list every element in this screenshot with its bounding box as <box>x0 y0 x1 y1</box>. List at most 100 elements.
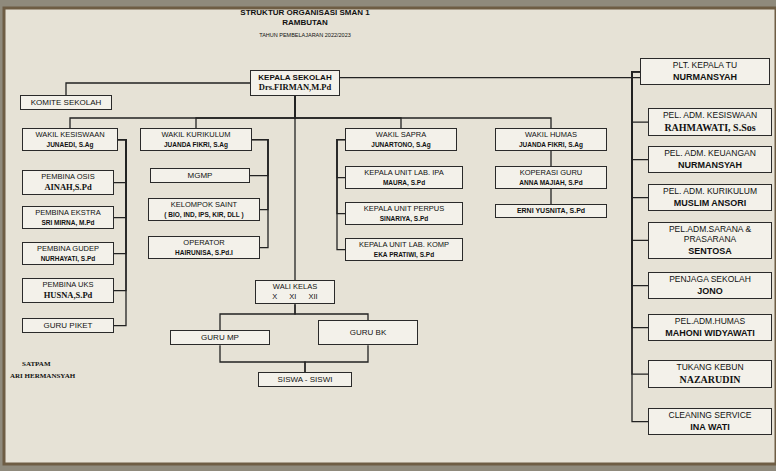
org-box: PEMBINA EKSTRASRI MIRNA, M.Pd <box>22 206 114 229</box>
person-name: JUANDA FIKRI, S.Ag <box>499 141 603 148</box>
org-box: PEL. ADM. KESISWAANRAHMAWATI, S.Sos <box>648 108 772 136</box>
person-name: NURMANSYAH <box>644 72 766 82</box>
role-title: GURU MP <box>174 333 266 342</box>
chart-title: STRUKTUR ORGANISASI SMAN 1 RAMBUTAN <box>240 8 370 27</box>
role-title: CLEANING SERVICE <box>652 411 768 421</box>
org-connector <box>252 140 268 248</box>
org-box: PEMBINA UKSHUSNA,S.Pd <box>22 278 114 303</box>
subtitle: TAHUN PEMBELAJARAN 2022/2023 <box>230 32 380 38</box>
org-connector <box>114 140 126 291</box>
org-box: CLEANING SERVICEINA WATI <box>648 408 772 435</box>
person-name: RAHMAWATI, S.Sos <box>652 122 768 134</box>
org-connector <box>340 77 640 78</box>
org-box: ERNI YUSNITA, S.Pd <box>495 204 607 218</box>
org-box: WAKIL HUMASJUANDA FIKRI, S.Ag <box>495 128 607 151</box>
person-name: SINARIYA, S.Pd <box>349 215 459 222</box>
org-connector <box>295 96 551 128</box>
role-title: PLT. KEPALA TU <box>644 61 766 71</box>
org-box: PEL. ADM. KURIKULUMMUSLIM ANSORI <box>648 184 772 211</box>
person-name: SENTOSA <box>652 246 768 256</box>
role-title: PEMBINA UKS <box>26 281 110 290</box>
person-name: INA WATI <box>652 422 768 432</box>
org-box: WAKIL KURIKULUMJUANDA FIKRI, S.Ag <box>140 128 252 151</box>
org-connector <box>114 140 126 326</box>
role-title: PEL. ADM. KESISWAAN <box>652 111 768 121</box>
person-name: HAIRUNISA, S.Pd.I <box>152 249 256 256</box>
org-box: PLT. KEPALA TUNURMANSYAH <box>640 58 770 85</box>
role-title: TUKANG KEBUN <box>652 363 768 373</box>
role-title: KOMITE SEKOLAH <box>24 98 108 107</box>
org-box: WAKIL KESISWAANJUNAEDI, S.Ag <box>22 128 118 151</box>
role-title: MGMP <box>154 171 246 180</box>
org-box: TUKANG KEBUNNAZARUDIN <box>648 360 772 388</box>
org-connector <box>250 140 268 176</box>
role-title: PEL.ADM.HUMAS <box>652 317 768 327</box>
org-box: GURU MP <box>170 330 270 345</box>
org-connector <box>632 72 648 241</box>
role-title: WAKIL KESISWAAN <box>26 131 114 140</box>
role-title: WAKIL SAPRA <box>349 131 453 140</box>
org-box: WAKIL SAPRAJUNARTONO, S.Ag <box>345 128 457 151</box>
person-name: NAZARUDIN <box>652 374 768 386</box>
role-title: KEPALA SEKOLAH <box>254 73 336 82</box>
person-name: AINAH,S.Pd <box>26 183 110 193</box>
person-name: NURMANSYAH <box>652 160 768 170</box>
org-box: KELOMPOK SAINT( BIO, IND, IPS, KIR, DLL … <box>148 198 260 221</box>
org-connector <box>550 151 551 166</box>
role-title: PEL. ADM. KEUANGAN <box>652 149 768 159</box>
org-box: PEMBINA GUDEPNURHAYATI, S.Pd <box>22 242 114 265</box>
role-title: PENJAGA SEKOLAH <box>652 275 768 285</box>
person-name: ( BIO, IND, IPS, KIR, DLL ) <box>152 211 256 218</box>
org-box: KEPALA UNIT LAB. KOMPEKA PRATIWI, S.Pd <box>345 238 463 261</box>
role-title: GURU PIKET <box>26 321 110 330</box>
org-connector <box>632 72 648 286</box>
role-title: KELOMPOK SAINT <box>152 201 256 210</box>
person-name: JUNARTONO, S.Ag <box>349 141 453 148</box>
org-connector <box>632 72 648 198</box>
org-connector <box>632 72 648 375</box>
role-title: PEL. ADM. KURIKULUM <box>652 187 768 197</box>
org-connector <box>550 189 551 204</box>
org-box: PEL. ADM. KEUANGANNURMANSYAH <box>648 146 772 173</box>
staff-role: SATPAM <box>22 360 112 368</box>
person-name: JUANDA FIKRI, S.Ag <box>144 141 248 148</box>
role-title: KEPALA UNIT PERPUS <box>349 205 459 214</box>
role-title: OPERATOR <box>152 239 256 248</box>
person-name: MAURA, S.Pd <box>349 179 459 186</box>
org-box: SISWA - SISWI <box>258 372 352 387</box>
org-box: GURU BK <box>318 320 418 345</box>
role-title: GURU BK <box>322 328 414 337</box>
org-connector <box>66 83 250 95</box>
org-connector <box>295 96 401 128</box>
role-title: WAKIL HUMAS <box>499 131 603 140</box>
org-box: PEL.ADM.SARANA & PRASARANASENTOSA <box>648 222 772 259</box>
person-name: MUSLIM ANSORI <box>652 198 768 208</box>
org-box: MGMP <box>150 168 250 183</box>
person-name: JONO <box>652 286 768 296</box>
person-name: ANNA MAJIAH, S.Pd <box>499 179 603 186</box>
org-connector <box>114 140 126 218</box>
org-box: WALI KELASX XI XII <box>255 280 335 304</box>
org-connector <box>294 96 295 280</box>
org-connector <box>220 304 295 330</box>
org-connector <box>337 140 345 214</box>
role-title: ERNI YUSNITA, S.Pd <box>499 207 603 215</box>
role-title: PEMBINA EKSTRA <box>26 209 110 218</box>
org-box: KEPALA UNIT LAB. IPAMAURA, S.Pd <box>345 166 463 189</box>
org-box: GURU PIKET <box>22 318 114 333</box>
org-connector <box>305 345 368 372</box>
role-title: KEPALA UNIT LAB. IPA <box>349 169 459 178</box>
org-box: KEPALA UNIT PERPUSSINARIYA, S.Pd <box>345 202 463 225</box>
person-name: X XI XII <box>259 293 331 302</box>
org-connector <box>196 96 295 128</box>
org-connector <box>220 345 305 372</box>
person-name: SRI MIRNA, M.Pd <box>26 219 110 226</box>
role-title: KEPALA UNIT LAB. KOMP <box>349 241 459 250</box>
role-title: PEMBINA OSIS <box>26 173 110 182</box>
staff-name: ARI HERMANSYAH <box>10 372 114 380</box>
person-name: Drs.FIRMAN,M.Pd <box>254 83 336 93</box>
org-box: OPERATORHAIRUNISA, S.Pd.I <box>148 236 260 259</box>
org-box: KOMITE SEKOLAH <box>20 95 112 110</box>
org-connector <box>632 72 648 328</box>
